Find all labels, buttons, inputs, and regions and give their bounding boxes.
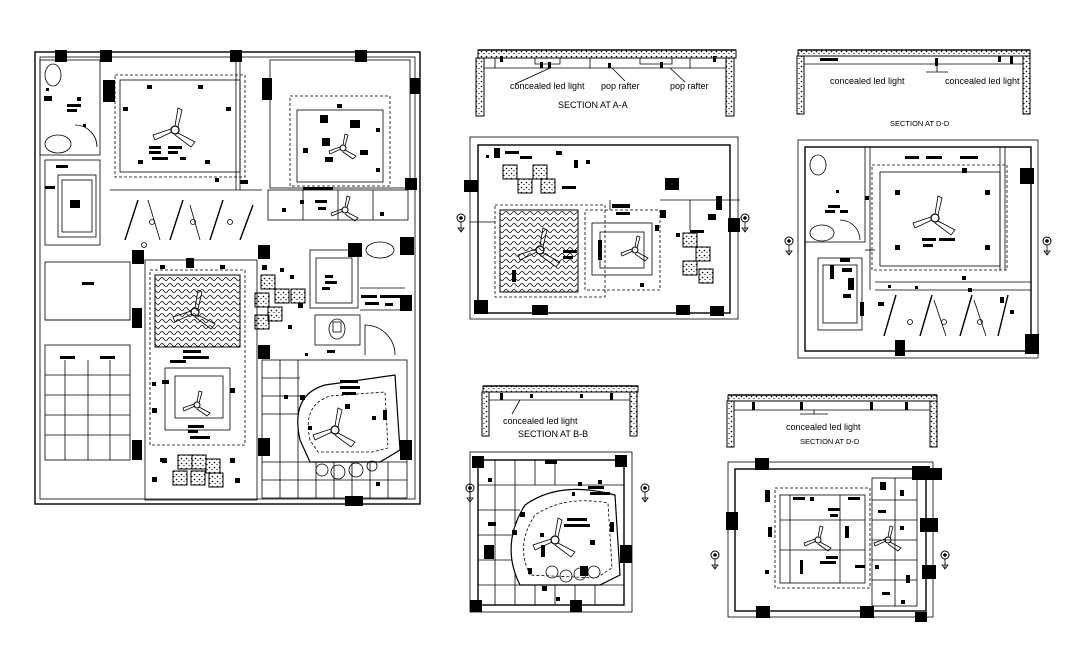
- section-marker-icon: [710, 550, 720, 570]
- plan-section-b: [465, 451, 650, 613]
- section-a-a-elevation: concealed led light pop rafter pop rafte…: [475, 49, 737, 117]
- main-floor-plan: [34, 50, 421, 506]
- wall-columns: [55, 50, 420, 506]
- section-marker-icon: [1042, 236, 1052, 256]
- curved-false-ceiling: [510, 488, 621, 586]
- washbasin-icon: [809, 224, 835, 242]
- plan-section-a: [456, 136, 750, 320]
- outer-wall: [34, 51, 421, 505]
- toilet-icon: [44, 63, 62, 87]
- section-aa-label-pop-rafter-1: pop rafter: [601, 81, 640, 91]
- ceiling-fan-icon: [182, 390, 211, 417]
- section-dd-bottom-label-led: concealed led light: [786, 422, 861, 432]
- section-marker-icon: [456, 213, 466, 233]
- section-aa-title: SECTION AT A-A: [558, 100, 628, 110]
- section-dd-top-title: SECTION AT D-D: [890, 119, 950, 128]
- plan-section-d-top: [784, 139, 1052, 359]
- washbasin-icon: [365, 241, 395, 259]
- hatched-ceiling-panel: [154, 274, 241, 348]
- toilet-icon: [809, 154, 827, 176]
- section-marker-icon: [740, 213, 750, 233]
- tile-cluster: [254, 274, 306, 330]
- section-marker-icon: [640, 483, 650, 503]
- floor-tiles-group: [172, 454, 224, 488]
- section-marker-icon: [465, 483, 475, 503]
- plan-section-d-bottom: [710, 458, 950, 622]
- curved-false-ceiling: [297, 374, 401, 463]
- section-bb-label-concealed-led: concealed led light: [503, 416, 578, 426]
- section-marker-icon: [940, 550, 950, 570]
- section-dd-top-label-led-1: concealed led light: [830, 76, 905, 86]
- section-aa-label-pop-rafter-2: pop rafter: [670, 81, 709, 91]
- ceiling-fan-icon: [152, 107, 196, 148]
- ceiling-fan-icon: [803, 525, 832, 552]
- ceiling-fan-icon: [912, 195, 956, 236]
- section-bb-title: SECTION AT B-B: [518, 429, 588, 439]
- ceiling-fan-icon: [330, 195, 359, 222]
- closet-doors: [124, 199, 254, 248]
- section-d-d-elevation-bottom: concealed led light SECTION AT D-D: [726, 394, 938, 448]
- cove-lights: [315, 460, 378, 480]
- section-dd-bottom-title: SECTION AT D-D: [800, 437, 860, 446]
- staircase: [44, 344, 131, 461]
- ceiling-fan-icon: [873, 525, 902, 552]
- section-d-d-elevation-top: concealed led light concealed led light …: [796, 49, 1031, 128]
- section-aa-label-concealed-led: concealed led light: [510, 81, 585, 91]
- ceiling-fan-icon: [328, 133, 357, 160]
- section-b-b-elevation: concealed led light SECTION AT B-B: [481, 385, 639, 439]
- closet-doors: [883, 294, 1009, 337]
- section-marker-icon: [784, 236, 794, 256]
- washbasin-icon: [44, 134, 72, 154]
- section-dd-top-label-led-2: concealed led light: [945, 76, 1020, 86]
- toilet-icon: [328, 318, 346, 340]
